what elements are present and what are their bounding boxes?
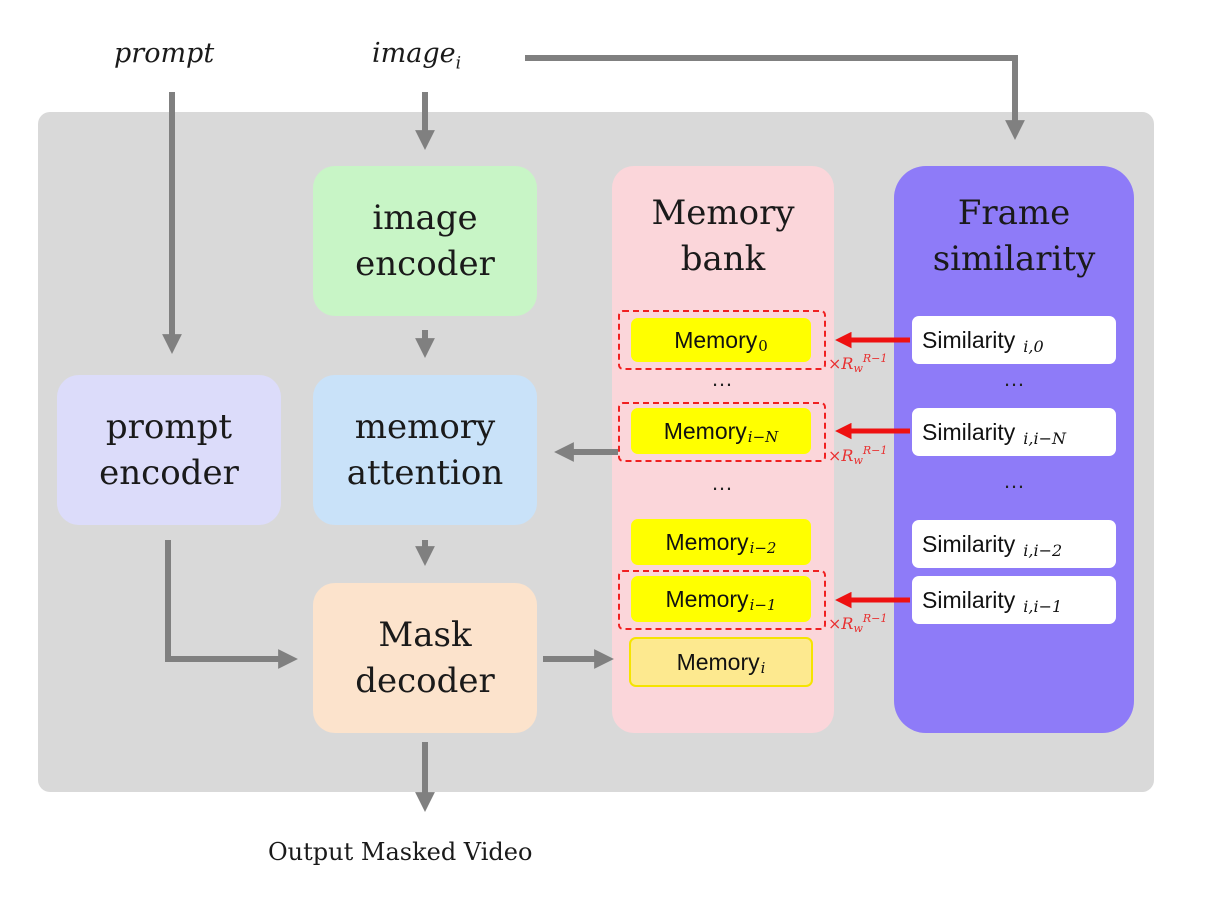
- similarity-ellipsis-2: …: [1003, 468, 1025, 493]
- similarity-item-subscript: i,i−1: [1023, 596, 1063, 616]
- memory-item-subscript: i−1: [749, 596, 777, 614]
- selected-memory-frame-i-n: [618, 402, 826, 462]
- mask-decoder-line-1: Mask: [378, 615, 472, 655]
- memory-item-label: Memory: [665, 585, 749, 612]
- frame-similarity-title-line-2: similarity: [932, 239, 1096, 279]
- weight-factor-i-n: ×RwR−1: [828, 444, 888, 467]
- similarity-item-subscript: i,i−2: [1023, 540, 1063, 560]
- image-encoder-box: image encoder: [313, 166, 537, 316]
- similarity-item-i-2: Similarity i,i−2: [912, 520, 1116, 568]
- weight-factor-0: ×RwR−1: [828, 352, 888, 375]
- memory-item-label: Memory: [676, 648, 760, 675]
- memory-item-subscript: i: [760, 659, 766, 677]
- memory-attention-line-1: memory: [354, 407, 496, 447]
- frame-similarity-title: Frame similarity: [894, 190, 1134, 282]
- selected-memory-frame-0: [618, 310, 826, 370]
- weight-factor-i-1: ×RwR−1: [828, 612, 888, 635]
- similarity-item-label: Similarity: [922, 326, 1016, 353]
- prompt-input-label: prompt: [114, 38, 215, 69]
- image-input-label: imagei: [372, 38, 461, 73]
- memory-ellipsis-1: …: [711, 366, 733, 391]
- memory-item-label: Memory: [663, 417, 747, 444]
- mask-decoder-line-2: decoder: [355, 661, 495, 701]
- similarity-item-label: Similarity: [922, 530, 1016, 557]
- similarity-item-subscript: i,i−N: [1023, 428, 1067, 448]
- memory-item-subscript: i−N: [747, 428, 779, 446]
- image-input-subscript: i: [455, 53, 462, 74]
- memory-item-label: Memory: [674, 326, 758, 353]
- memory-attention-box: memory attention: [313, 375, 537, 525]
- memory-bank-title-line-2: bank: [680, 239, 766, 279]
- memory-item-subscript: 0: [758, 337, 768, 355]
- selected-memory-frame-i-1: [618, 570, 826, 630]
- mask-decoder-box: Mask decoder: [313, 583, 537, 733]
- frame-similarity-title-line-1: Frame: [957, 193, 1071, 233]
- memory-attention-line-2: attention: [346, 453, 504, 493]
- image-input-text: image: [372, 38, 456, 69]
- memory-bank-title-line-1: Memory: [651, 193, 795, 233]
- similarity-item-i-n: Similarity i,i−N: [912, 408, 1116, 456]
- similarity-item-label: Similarity: [922, 586, 1016, 613]
- memory-item-subscript: i−2: [749, 539, 777, 557]
- prompt-encoder-line-2: encoder: [99, 453, 239, 493]
- image-encoder-line-2: encoder: [355, 244, 495, 284]
- output-label: Output Masked Video: [268, 838, 533, 866]
- similarity-item-i-1: Similarity i,i−1: [912, 576, 1116, 624]
- similarity-ellipsis-1: …: [1003, 366, 1025, 391]
- prompt-encoder-line-1: prompt: [105, 407, 233, 447]
- arrow-prompt-to-decoder: [165, 540, 298, 669]
- memory-item-label: Memory: [665, 528, 749, 555]
- arrow-image-to-similarity: [525, 55, 1025, 140]
- similarity-item-0: Similarity i,0: [912, 316, 1116, 364]
- prompt-encoder-box: prompt encoder: [57, 375, 281, 525]
- similarity-item-subscript: i,0: [1023, 336, 1044, 356]
- similarity-item-label: Similarity: [922, 418, 1016, 445]
- image-encoder-line-1: image: [372, 198, 478, 238]
- memory-ellipsis-2: …: [711, 470, 733, 495]
- memory-bank-title: Memory bank: [612, 190, 834, 282]
